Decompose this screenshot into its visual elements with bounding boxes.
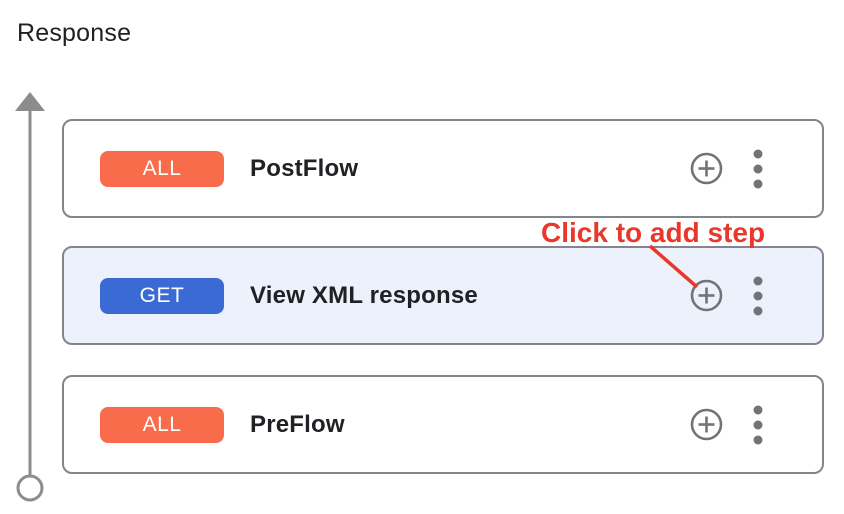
flow-card-view-xml-response[interactable]: GET View XML response — [62, 246, 824, 345]
annotation-pointer-line — [648, 244, 699, 289]
add-step-button[interactable] — [689, 408, 723, 442]
plus-circle-icon — [690, 152, 722, 185]
method-badge: GET — [100, 277, 224, 314]
flow-rail — [15, 92, 45, 502]
more-options-button[interactable] — [750, 146, 766, 192]
kebab-menu-icon — [753, 149, 763, 188]
method-badge: ALL — [100, 406, 224, 443]
flow-card-preflow[interactable]: ALL PreFlow — [62, 375, 824, 474]
flow-start-circle-icon — [16, 474, 44, 502]
plus-circle-icon — [690, 408, 722, 441]
annotation-text: Click to add step — [541, 217, 766, 248]
plus-circle-icon — [690, 279, 722, 312]
page-title: Response — [17, 19, 132, 47]
flow-card-title: PostFlow — [250, 154, 359, 182]
arrow-up-icon — [15, 92, 45, 111]
kebab-menu-icon — [753, 276, 763, 315]
kebab-menu-icon — [753, 405, 763, 444]
flow-card-title: View XML response — [250, 281, 478, 309]
flow-card-title: PreFlow — [250, 410, 345, 438]
more-options-button[interactable] — [750, 402, 766, 448]
add-step-button[interactable] — [689, 152, 723, 186]
add-step-button[interactable] — [689, 279, 723, 313]
annotation-line — [648, 244, 699, 289]
flow-card-postflow[interactable]: ALL PostFlow — [62, 119, 824, 218]
more-options-button[interactable] — [750, 273, 766, 319]
method-badge: ALL — [100, 150, 224, 187]
